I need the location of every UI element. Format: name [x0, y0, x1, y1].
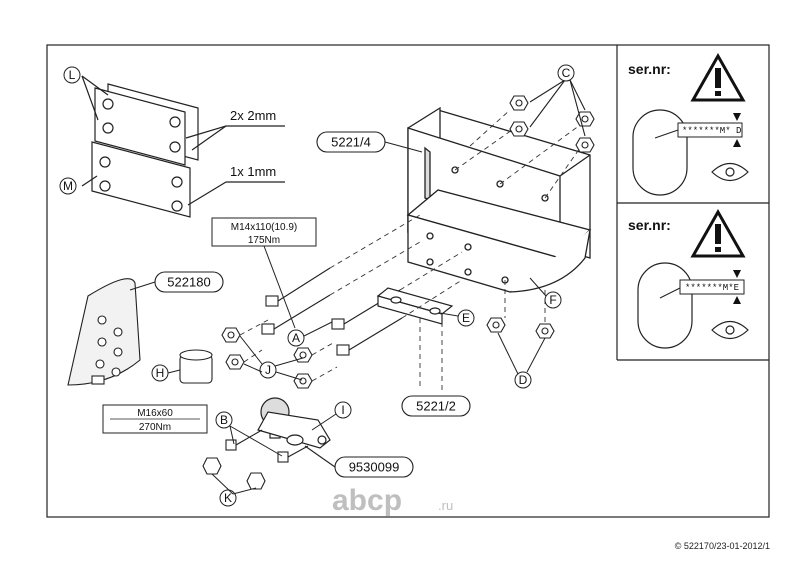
spacer-plates — [81, 75, 285, 218]
ball-bolt-spec-box: M16x60 270Nm — [102, 404, 208, 434]
ball-bolt-torque: 270Nm — [139, 422, 171, 433]
part-number-bracket-top: 5221/4 — [331, 135, 371, 150]
eye-icon — [711, 162, 749, 182]
copyright-text: © 522170/23-01-2012/1 — [674, 541, 770, 551]
bolts-b — [202, 429, 309, 490]
nuts-d — [486, 317, 555, 339]
diagram-frame — [46, 44, 770, 518]
callout-l: L — [69, 68, 76, 82]
warning-triangle-icon — [690, 208, 746, 258]
callout-c: C — [562, 66, 571, 80]
warning-triangle-icon — [690, 52, 746, 102]
part-number-electrical-kit: 522180 — [167, 275, 210, 290]
callout-j: J — [265, 363, 271, 377]
thin-spacer-label: 1x 1mm — [230, 164, 276, 179]
main-bolt-size: M14x110(10.9) — [231, 222, 298, 233]
main-bolt-spec-box: M14x110(10.9) 175Nm — [211, 217, 317, 329]
spacer-plate-thin — [91, 141, 191, 218]
nuts-c — [509, 79, 595, 153]
callout-d: D — [519, 373, 528, 387]
nuts-j — [221, 327, 313, 389]
part-number-bracket-mid: 5221/2 — [416, 399, 456, 414]
callout-circles — [59, 64, 575, 507]
eye-icon — [711, 320, 749, 340]
callout-h: H — [156, 366, 165, 380]
electrical-kit — [67, 278, 141, 386]
callout-e: E — [462, 311, 470, 325]
warning-2-serial: *******M*E — [685, 283, 739, 293]
assembly-guide-lines — [239, 109, 581, 390]
callout-i: I — [341, 403, 344, 417]
tow-ball — [257, 397, 331, 449]
part-number-ovals — [129, 131, 471, 478]
warning-panel-1: ser.nr: *******M* D — [628, 52, 749, 196]
callout-b: B — [220, 413, 228, 427]
protective-cap-h — [179, 349, 213, 384]
warning-panel-2: ser.nr: *******M*E — [628, 208, 749, 349]
callout-m: M — [63, 179, 73, 193]
callout-leaders — [167, 277, 547, 495]
thick-spacer-label: 2x 2mm — [230, 108, 276, 123]
callout-a: A — [292, 331, 300, 345]
warning-2-plate — [637, 262, 693, 349]
callout-f: F — [549, 293, 556, 307]
watermark: abcp .ru — [332, 484, 453, 517]
main-bracket — [406, 106, 592, 293]
warning-1-title: ser.nr: — [628, 61, 671, 77]
bolts-a — [261, 267, 403, 356]
watermark-tld: .ru — [438, 498, 453, 513]
callout-k: K — [224, 491, 232, 505]
plate-e — [376, 287, 454, 325]
ball-bolt-size: M16x60 — [137, 408, 173, 419]
warning-1-serial: *******M* D — [682, 126, 741, 136]
warning-2-title: ser.nr: — [628, 217, 671, 233]
watermark-brand: abcp — [332, 484, 402, 517]
main-bolt-torque: 175Nm — [248, 235, 280, 246]
part-number-ball: 9530099 — [349, 460, 400, 475]
spacer-plate-thick — [94, 87, 186, 166]
